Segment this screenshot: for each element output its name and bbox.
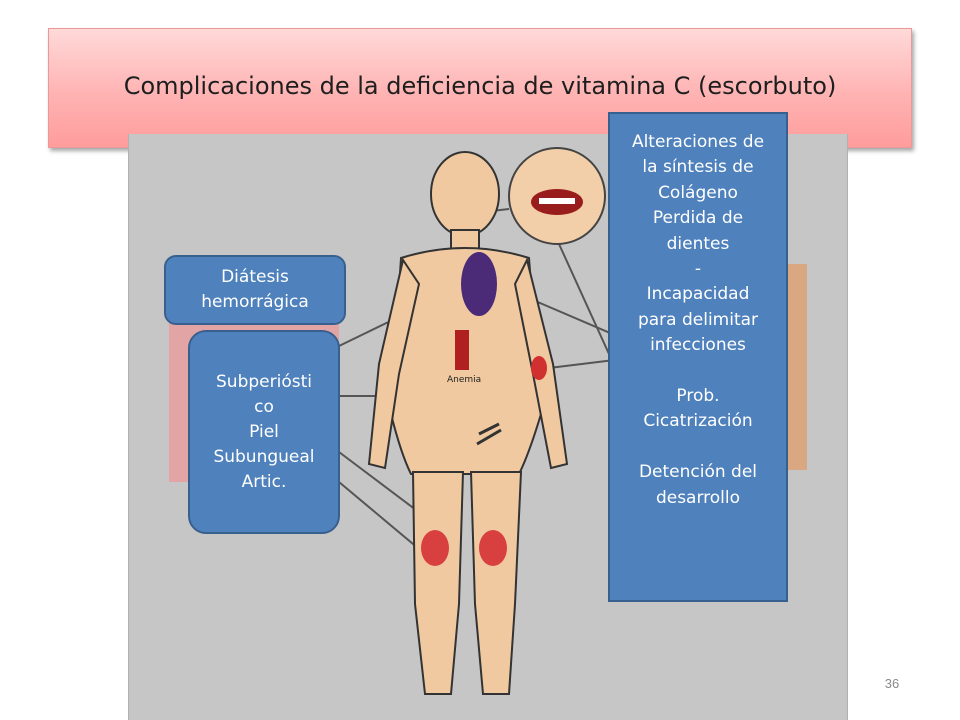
arm-bleed bbox=[531, 356, 547, 380]
anemia-label: Anemia bbox=[447, 375, 481, 385]
callout-alteraciones-colageno: Alteraciones de la síntesis de Colágeno … bbox=[608, 112, 788, 602]
knee-bleed-left bbox=[421, 530, 449, 566]
teeth-icon bbox=[539, 198, 575, 204]
lung-icon bbox=[461, 252, 497, 316]
callout-diatesis-hemorragica: Diátesis hemorrágica bbox=[164, 255, 346, 325]
scar-icon bbox=[476, 422, 502, 446]
callout-subperiostico: Subperiósti co Piel Subungueal Artic. bbox=[188, 330, 340, 534]
spine-icon bbox=[455, 330, 469, 370]
slide-title: Complicaciones de la deficiencia de vita… bbox=[123, 72, 837, 100]
knee-bleed-right bbox=[479, 530, 507, 566]
page-number: 36 bbox=[884, 676, 900, 691]
